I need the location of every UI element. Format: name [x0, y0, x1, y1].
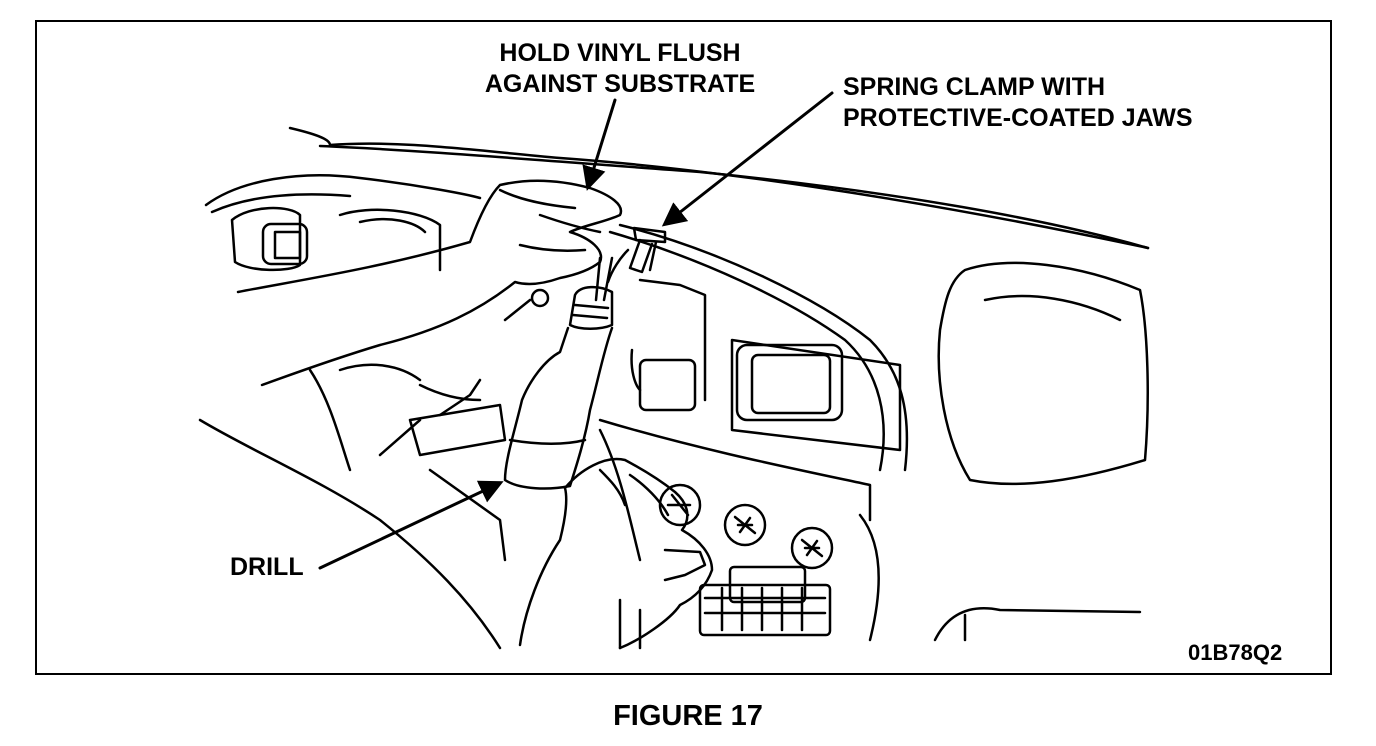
- arrow-drill: [318, 480, 504, 570]
- leader-arrows: [318, 91, 834, 570]
- drill: [503, 256, 614, 490]
- arrow-hold-vinyl: [582, 98, 617, 191]
- figure-caption: FIGURE 17: [613, 700, 763, 732]
- label-spring-clamp: SPRING CLAMP WITH PROTECTIVE-COATED JAWS: [843, 72, 1193, 134]
- label-hold-vinyl-line2: AGAINST SUBSTRATE: [484, 70, 756, 98]
- dashboard-outline: [204, 126, 1150, 642]
- label-hold-vinyl: HOLD VINYL FLUSH AGAINST SUBSTRATE: [470, 38, 770, 100]
- left-vent: [230, 206, 442, 272]
- figure-code: 01B78Q2: [1188, 640, 1283, 665]
- label-spring-clamp-line1: SPRING CLAMP WITH: [843, 73, 1106, 101]
- label-hold-vinyl-line1: HOLD VINYL FLUSH: [499, 39, 741, 67]
- figure-frame: [35, 20, 1332, 675]
- left-hand: [236, 179, 623, 387]
- label-drill: DRILL: [230, 553, 304, 581]
- center-console: [598, 278, 902, 650]
- arrow-spring-clamp: [661, 91, 834, 227]
- steering-column: [198, 288, 550, 650]
- label-spring-clamp-line2: PROTECTIVE-COATED JAWS: [843, 104, 1193, 132]
- right-hand: [518, 457, 714, 650]
